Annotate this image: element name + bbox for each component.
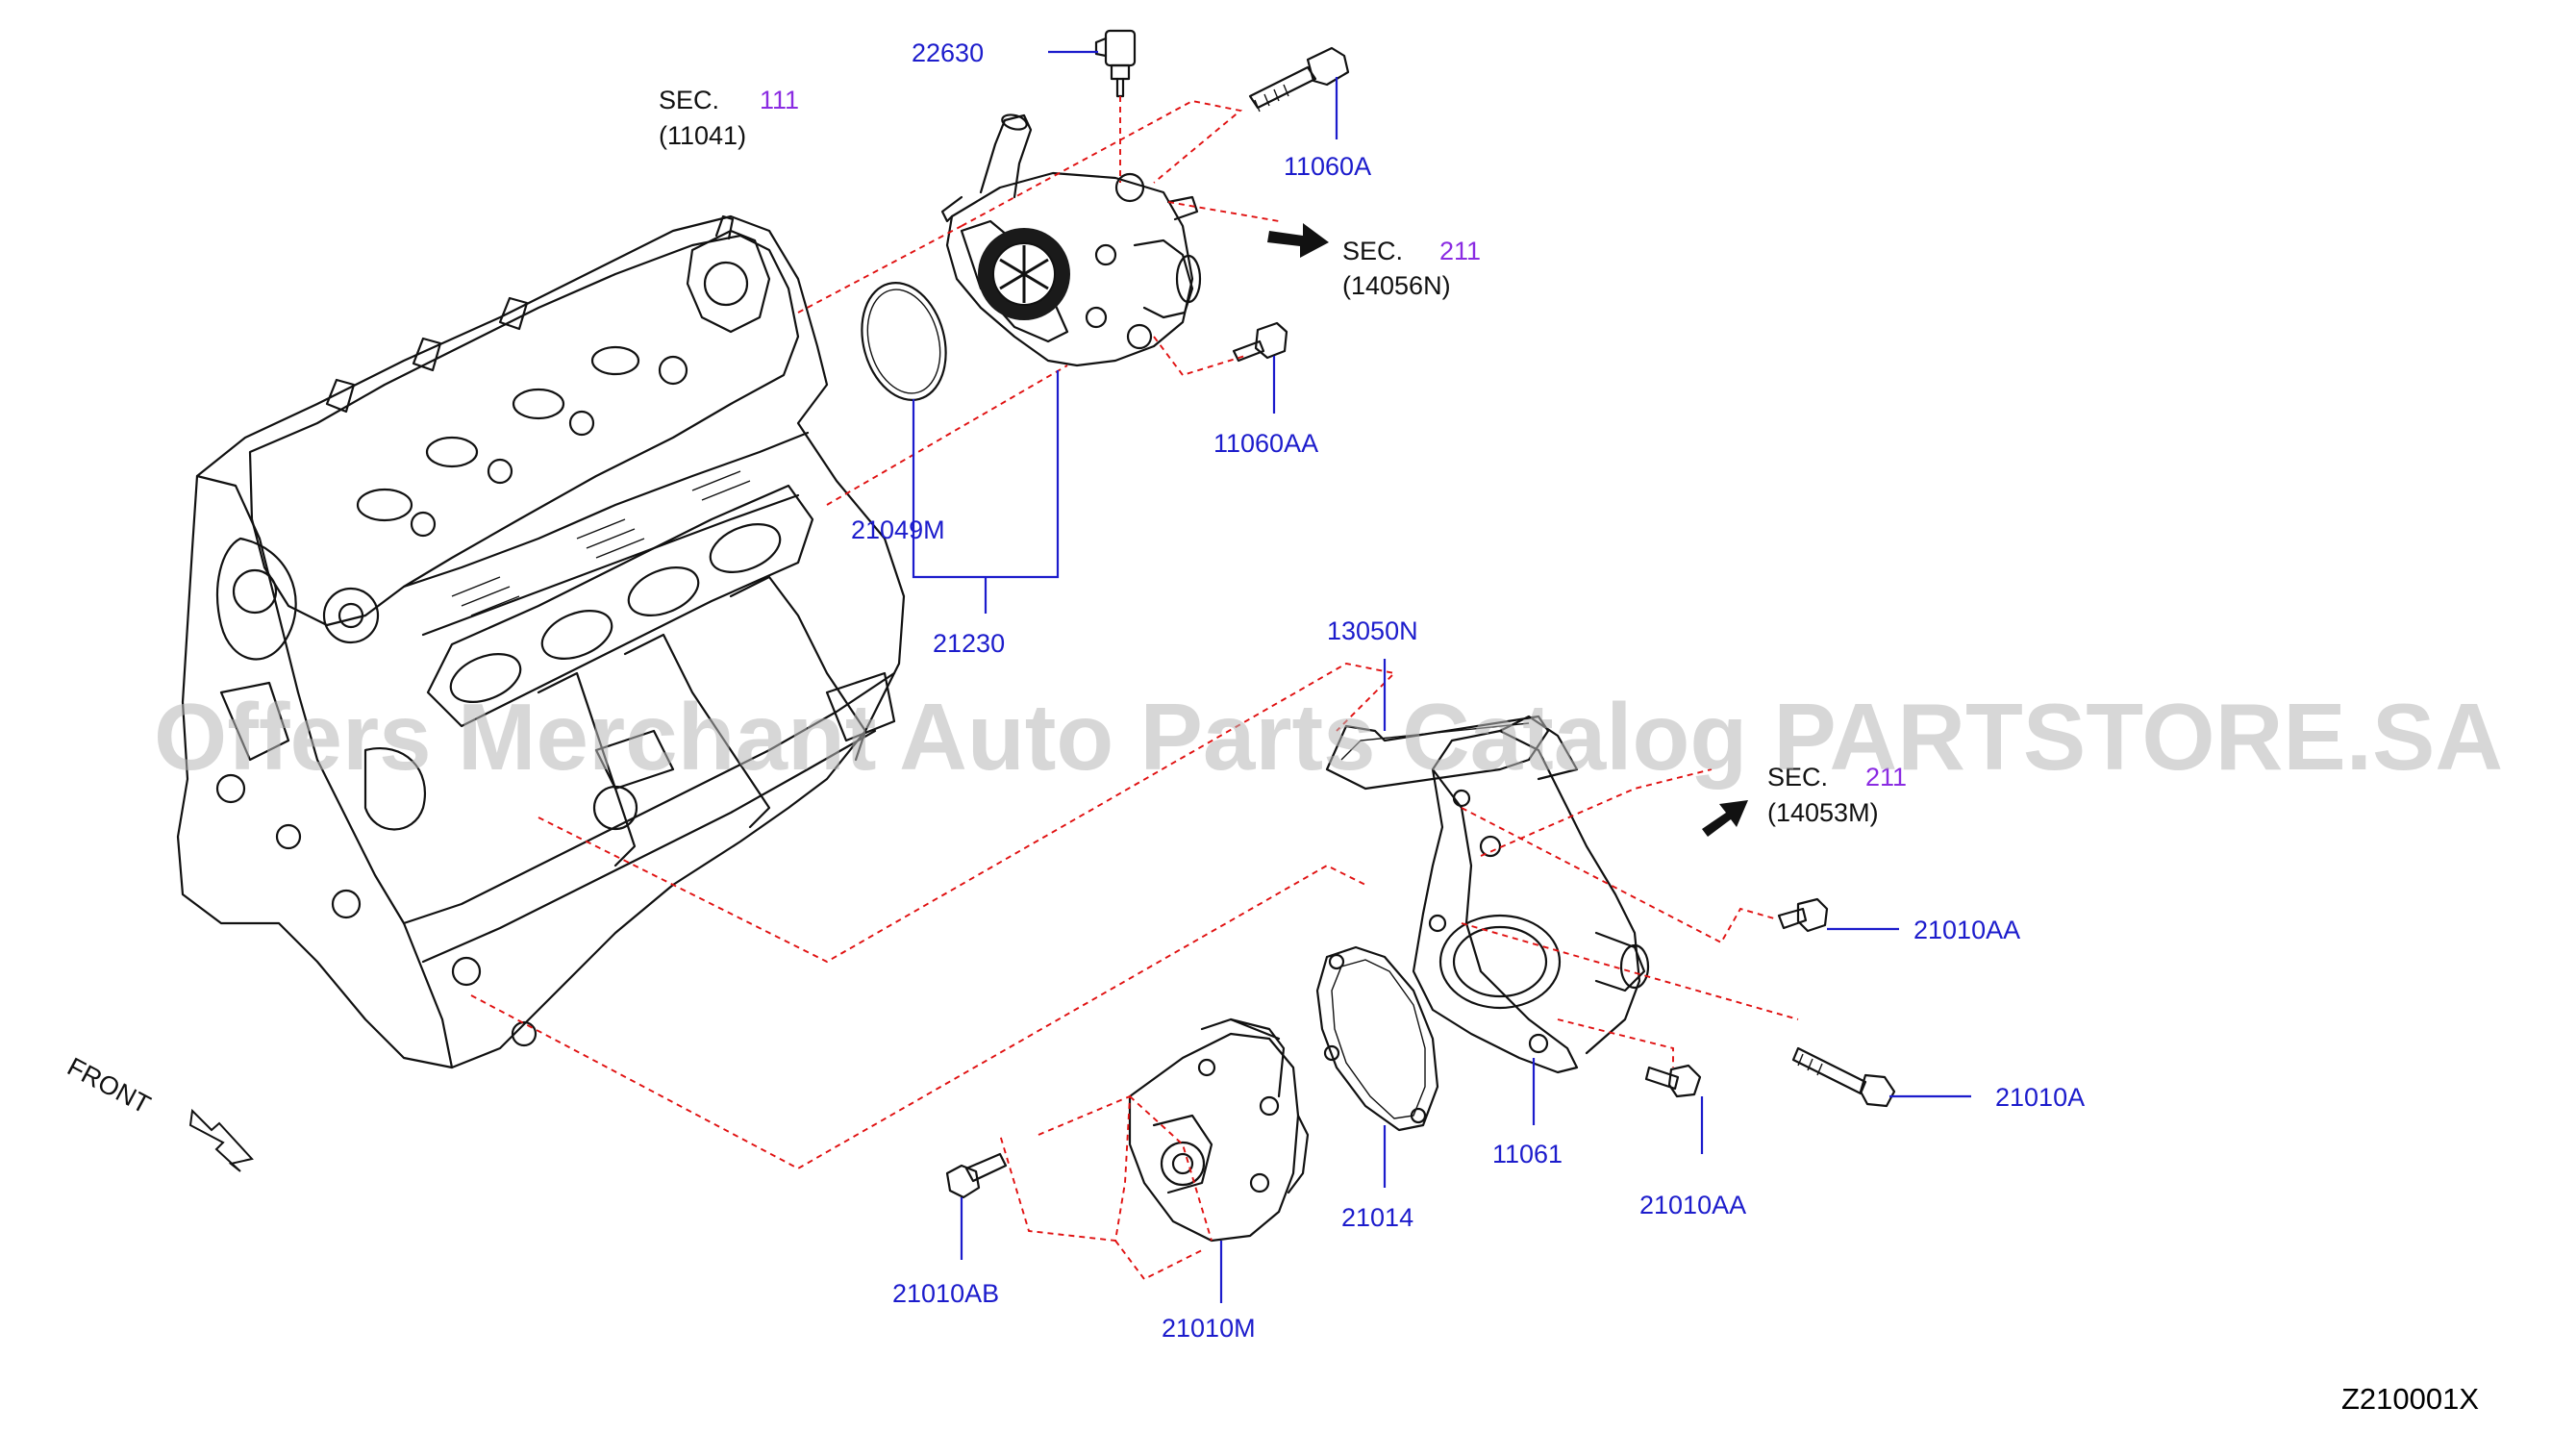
part-callout-21010aa-upper[interactable]: 21010AA [1913, 916, 2020, 944]
part-callout-13050n[interactable]: 13050N [1327, 616, 1418, 645]
assembly-guide-lines [470, 96, 1799, 1281]
part-callout-21010a[interactable]: 21010A [1995, 1083, 2085, 1112]
sec-211-mid-ref: (14053M) [1767, 798, 1879, 827]
part-callout-21010ab[interactable]: 21010AB [892, 1279, 999, 1308]
part-callout-21049m[interactable]: 21049M [851, 515, 945, 544]
part-callout-21010aa-lower[interactable]: 21010AA [1639, 1191, 1746, 1219]
sec-211-mid-arrow-icon [1702, 800, 1748, 837]
water-pump-gasket-illustration [1315, 945, 1439, 1132]
bolt-21010aa-upper-illustration [1777, 897, 1829, 933]
leader-lines [912, 50, 1971, 1303]
sec-211-mid-prefix: SEC. [1767, 763, 1828, 791]
part-callout-11060a[interactable]: 11060A [1284, 152, 1371, 181]
bolt-11060a-illustration [1248, 46, 1350, 113]
sec-211-top-number[interactable]: 211 [1439, 237, 1481, 265]
o-ring-illustration [861, 282, 947, 401]
water-pump-illustration [1128, 1017, 1310, 1243]
part-callout-11061[interactable]: 11061 [1492, 1140, 1563, 1168]
front-label: FRONT [63, 1052, 155, 1119]
sec-211-top-arrow-icon [1267, 223, 1329, 258]
part-callout-21010m[interactable]: 21010M [1162, 1314, 1256, 1343]
bolt-21010a-illustration [1791, 1046, 1896, 1108]
bolt-21010aa-lower-illustration [1644, 1064, 1702, 1098]
part-callout-11060aa[interactable]: 11060AA [1213, 429, 1318, 458]
labels: SEC. 111 (11041) SEC. 211 (14056N) SEC. … [63, 38, 2479, 1416]
sec-211-top-ref: (14056N) [1342, 271, 1451, 300]
sec-211-top-prefix: SEC. [1342, 237, 1403, 265]
front-arrow-icon [188, 1108, 254, 1172]
sec-111-ref: (11041) [659, 121, 746, 150]
sec-211-mid-number[interactable]: 211 [1865, 763, 1907, 791]
temperature-sensor-illustration [1094, 29, 1137, 98]
diagram-code: Z210001X [2341, 1382, 2479, 1416]
gasket-13050n-illustration [1325, 715, 1550, 791]
part-callout-21230[interactable]: 21230 [933, 629, 1005, 658]
thermostat-housing-illustration [940, 113, 1202, 367]
bolt-21010ab-illustration [945, 1152, 1008, 1199]
bolt-11060aa-illustration [1232, 321, 1288, 363]
part-callout-22630[interactable]: 22630 [912, 38, 984, 67]
sec-111-number[interactable]: 111 [760, 86, 799, 114]
watermark: Offers Merchant Auto Parts Catalog PARTS… [154, 684, 2503, 790]
sec-111-prefix: SEC. [659, 86, 719, 114]
engine-block-illustration [176, 214, 906, 1069]
part-callout-21014[interactable]: 21014 [1341, 1203, 1413, 1232]
water-pump-housing-illustration [1412, 715, 1650, 1074]
